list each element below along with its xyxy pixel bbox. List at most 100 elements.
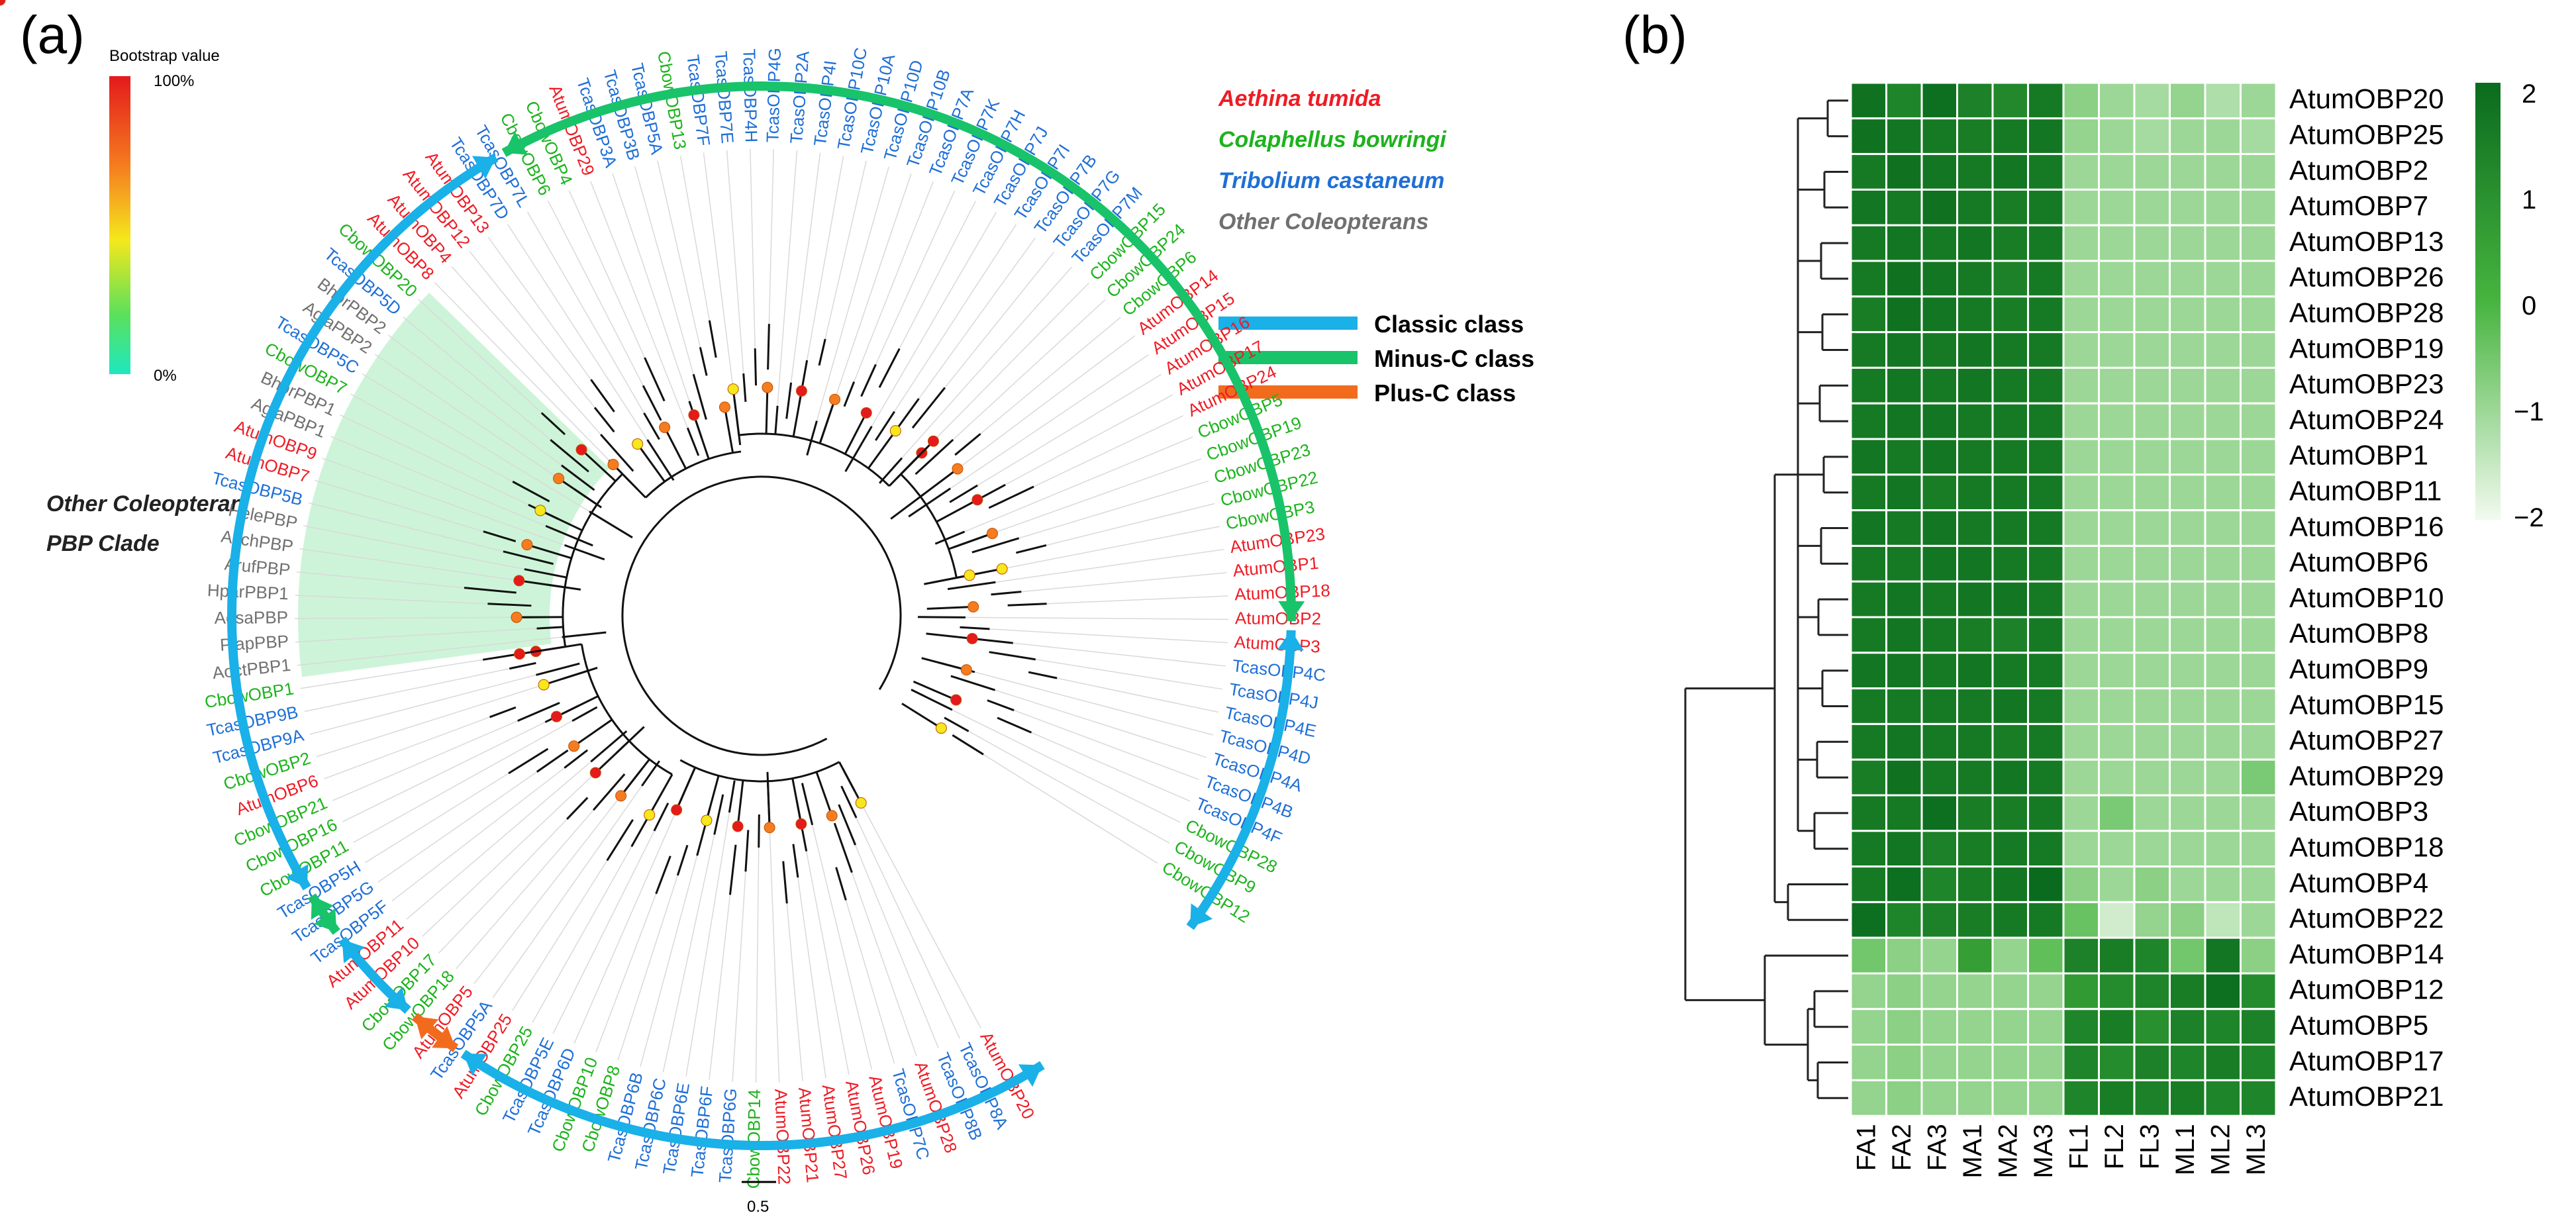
heatmap-cell bbox=[2062, 117, 2100, 156]
tree-branch bbox=[693, 415, 710, 460]
leaf-guide-line bbox=[342, 721, 546, 822]
heatmap-cell bbox=[2133, 331, 2171, 369]
leaf-guide-line bbox=[824, 160, 867, 340]
tree-leaf-label: HparPBP1 bbox=[207, 580, 289, 603]
heatmap-cell bbox=[1885, 295, 1923, 334]
heatmap-cell bbox=[2027, 936, 2065, 975]
heatmap-cell bbox=[1991, 402, 2029, 440]
heatmap-cell bbox=[1956, 260, 1994, 298]
tree-branch bbox=[1028, 671, 1058, 679]
leaf-guide-line bbox=[786, 903, 803, 1081]
leaf-guide-line bbox=[968, 730, 1170, 844]
heatmap-cell bbox=[2027, 1044, 2065, 1081]
heatmap-cell bbox=[1920, 687, 1958, 725]
tree-branch bbox=[564, 544, 605, 561]
tree-branch bbox=[924, 574, 970, 585]
tree-branch bbox=[806, 420, 818, 456]
heatmap-cell bbox=[2169, 901, 2206, 939]
heatmap-cell bbox=[1956, 758, 1994, 797]
leaf-guide-line bbox=[1013, 709, 1199, 780]
tree-branch bbox=[508, 748, 549, 775]
bootstrap-node bbox=[986, 528, 998, 540]
heatmap-cell bbox=[1885, 652, 1923, 690]
leaf-guide-line bbox=[299, 548, 547, 585]
leaf-guide-line bbox=[755, 847, 760, 1083]
heatmap-cell bbox=[2133, 758, 2171, 797]
heatmap-cell bbox=[1885, 1079, 1923, 1117]
heatmap-cell bbox=[2204, 438, 2242, 476]
heatmap-row-label: AtumOBP22 bbox=[2289, 903, 2444, 934]
heatmap-cell bbox=[1991, 1044, 2029, 1081]
tree-leaf-label: TcasOBP7E bbox=[711, 50, 738, 144]
heatmap-cell bbox=[2240, 153, 2277, 191]
heatmap-cell bbox=[2062, 865, 2100, 903]
heatmap-cell bbox=[1885, 936, 1923, 975]
leaf-guide-line bbox=[1031, 732, 1191, 802]
heatmap-cell bbox=[2240, 188, 2277, 226]
leaf-guide-line bbox=[851, 872, 917, 1057]
leaf-guide-line bbox=[418, 299, 542, 414]
heatmap-cell bbox=[2098, 153, 2136, 191]
heatmap-cell bbox=[2240, 438, 2277, 476]
heatmap-cell bbox=[2240, 758, 2277, 797]
heatmap-cell bbox=[2133, 687, 2171, 725]
heatmap-cell bbox=[2169, 722, 2206, 761]
heatmap-cell bbox=[1920, 936, 1958, 975]
heatmap-cell bbox=[2062, 402, 2100, 440]
leaf-guide-line bbox=[388, 334, 562, 466]
heatmap-cell bbox=[2027, 438, 2065, 476]
heatmap-cell bbox=[1850, 438, 1887, 476]
heatmap-cell bbox=[2204, 366, 2242, 405]
heatmap-cell bbox=[2169, 473, 2206, 512]
heatmap-cell bbox=[2240, 331, 2277, 369]
heatmap-cell bbox=[2169, 1044, 2206, 1081]
bootstrap-node bbox=[762, 381, 773, 393]
scale-bar-label: 0.5 bbox=[747, 1198, 769, 1216]
leaf-guide-line bbox=[777, 150, 798, 406]
bootstrap-node bbox=[952, 463, 964, 475]
heatmap-cell bbox=[2062, 473, 2100, 512]
tree-branch bbox=[571, 706, 598, 722]
tree-branch bbox=[833, 822, 853, 873]
leaf-guide-line bbox=[732, 871, 746, 1082]
heatmap-cell bbox=[2062, 616, 2100, 654]
tree-branch bbox=[566, 797, 589, 820]
species-legend: Aethina tumida Colaphellus bowringi Trib… bbox=[1218, 86, 1447, 234]
tree-branch bbox=[815, 771, 833, 816]
heatmap-row-label: AtumOBP16 bbox=[2289, 511, 2444, 542]
tree-branch bbox=[550, 439, 589, 473]
heatmap-cell bbox=[1956, 473, 1994, 512]
tree-branch bbox=[971, 537, 1020, 554]
tree-branch bbox=[838, 761, 862, 804]
tree-branch bbox=[708, 320, 717, 358]
classic-class-arc bbox=[460, 1050, 1045, 1150]
heatmap-cell bbox=[2027, 260, 2065, 298]
heatmap-row-label: AtumOBP9 bbox=[2289, 654, 2428, 685]
heatmap-cell bbox=[2133, 295, 2171, 334]
tree-branch bbox=[949, 484, 978, 503]
heatmap-cell bbox=[1956, 794, 1994, 832]
leaf-guide-line bbox=[324, 716, 490, 779]
plusc-class-arc-arrowhead bbox=[415, 1016, 439, 1040]
heatmap-cell bbox=[1920, 901, 1958, 939]
leaf-guide-line bbox=[983, 754, 1158, 864]
leaf-guide-line bbox=[995, 549, 1224, 583]
heatmap-cell bbox=[1956, 652, 1994, 690]
tree-branch bbox=[732, 389, 740, 436]
leaf-guide-line bbox=[308, 502, 504, 552]
expression-heatmap: AtumOBP20AtumOBP25AtumOBP2AtumOBP7AtumOB… bbox=[1850, 81, 2444, 1178]
heatmap-cell bbox=[1850, 616, 1887, 654]
heatmap-cell bbox=[2204, 972, 2242, 1010]
tree-branch bbox=[840, 785, 858, 818]
bootstrap-node bbox=[996, 563, 1008, 575]
tree-internal-arc bbox=[679, 759, 840, 783]
heatmap-cell bbox=[2240, 1044, 2277, 1081]
heatmap-cell bbox=[2062, 331, 2100, 369]
heatmap-cell bbox=[2027, 295, 2065, 334]
heatmap-cell bbox=[1850, 295, 1887, 334]
heatmap-cell bbox=[1956, 224, 1994, 262]
heatmap-cell bbox=[2169, 117, 2206, 156]
heatmap-cell bbox=[2204, 758, 2242, 797]
classic-class-arc-arrowhead bbox=[1018, 1064, 1042, 1087]
class-legend: Classic class Minus-C class Plus-C class bbox=[1218, 311, 1534, 407]
